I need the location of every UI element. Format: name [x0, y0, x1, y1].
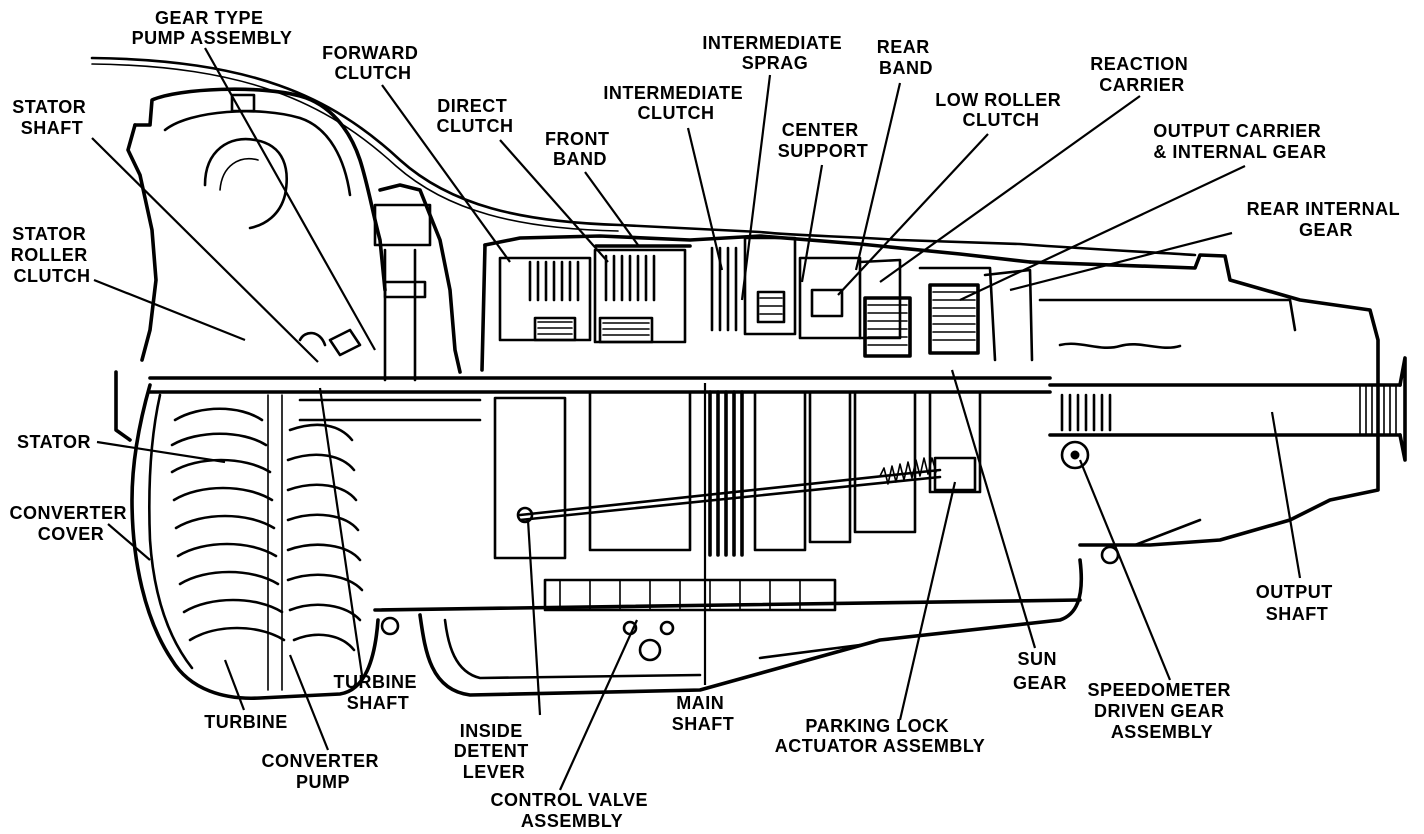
label-front-band: FRONT BAND — [545, 129, 615, 169]
transmission-illustration — [90, 56, 1407, 701]
label-parking-lock-actuator-assembly: PARKING LOCK ACTUATOR ASSEMBLY — [775, 716, 986, 756]
label-rear-band: REAR BAND — [877, 37, 936, 78]
label-main-shaft: MAIN SHAFT — [672, 693, 735, 734]
label-stator-shaft: STATOR SHAFT — [12, 97, 92, 138]
label-output-carrier-internal-gear: OUTPUT CARRIER & INTERNAL GEAR — [1153, 121, 1327, 162]
label-intermediate-sprag: INTERMEDIATE SPRAG — [702, 33, 847, 73]
label-rear-internal-gear: REAR INTERNAL GEAR — [1247, 199, 1406, 240]
label-forward-clutch: FORWARD CLUTCH — [322, 43, 424, 83]
leader-lines — [91, 47, 1302, 791]
label-converter-cover: CONVERTER COVER — [9, 503, 132, 544]
label-stator-roller-clutch: STATOR ROLLER CLUTCH — [11, 224, 94, 286]
label-reaction-carrier: REACTION CARRIER — [1090, 54, 1194, 95]
label-converter-pump: CONVERTER PUMP — [261, 751, 384, 792]
label-turbine-shaft: TURBINE SHAFT — [333, 672, 422, 713]
label-intermediate-clutch: INTERMEDIATE CLUTCH — [603, 83, 748, 123]
label-center-support: CENTER SUPPORT — [778, 120, 869, 161]
label-output-shaft: OUTPUT SHAFT — [1256, 582, 1339, 624]
label-turbine: TURBINE — [204, 712, 288, 732]
label-gear-type-pump-assembly: GEAR TYPE PUMP ASSEMBLY — [132, 8, 293, 48]
label-sun-gear: SUN GEAR — [1013, 649, 1067, 693]
callout-labels: GEAR TYPE PUMP ASSEMBLY FORWARD CLUTCH D… — [9, 8, 1406, 831]
label-control-valve-assembly: CONTROL VALVE ASSEMBLY — [490, 790, 653, 831]
label-speedometer-driven-gear-assembly: SPEEDOMETER DRIVEN GEAR ASSEMBLY — [1087, 680, 1236, 742]
label-inside-detent-lever: INSIDE DETENT LEVER — [454, 721, 535, 782]
label-stator: STATOR — [17, 432, 91, 452]
label-direct-clutch: DIRECT CLUTCH — [437, 96, 514, 136]
label-low-roller-clutch: LOW ROLLER CLUTCH — [935, 90, 1067, 130]
